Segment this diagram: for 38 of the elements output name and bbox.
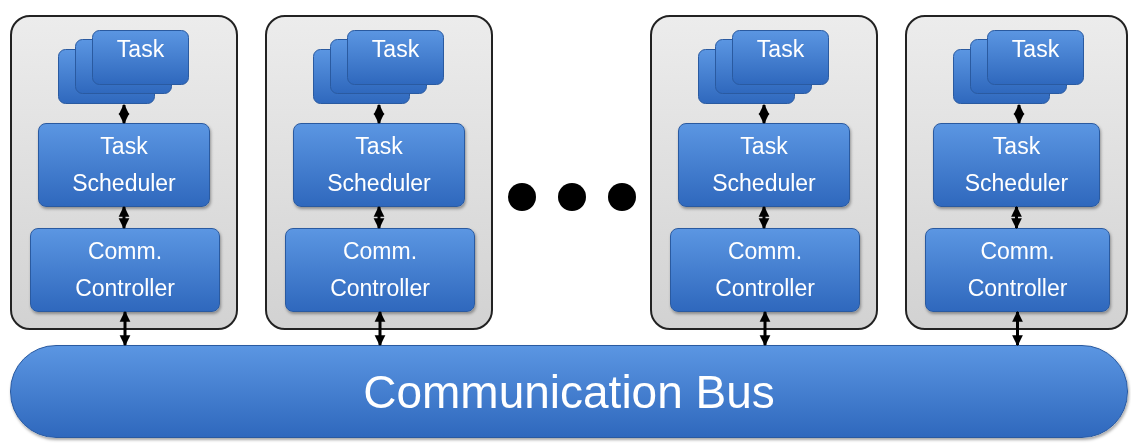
scheduler-box	[38, 123, 210, 207]
scheduler-box	[678, 123, 850, 207]
double-arrow	[758, 103, 770, 125]
scheduler-box	[933, 123, 1100, 207]
double-arrow	[118, 205, 130, 230]
node-panel	[905, 15, 1128, 330]
node-panel	[10, 15, 238, 330]
node-panel	[265, 15, 493, 330]
double-arrow	[373, 205, 385, 230]
double-arrow	[1011, 205, 1022, 230]
double-arrow	[1013, 103, 1025, 125]
scheduler-box	[293, 123, 465, 207]
controller-box	[925, 228, 1110, 312]
task-label: Task	[115, 35, 166, 64]
box-label: Comm. Controller	[74, 237, 176, 303]
box-label: Task Scheduler	[963, 132, 1070, 198]
double-arrow	[118, 103, 130, 125]
double-arrow	[1012, 310, 1023, 347]
double-arrow	[119, 310, 131, 347]
controller-box	[30, 228, 220, 312]
double-arrow	[759, 310, 771, 347]
box-label: Task Scheduler	[326, 132, 432, 198]
double-arrow	[373, 103, 385, 125]
box-label: Task Scheduler	[711, 132, 817, 198]
box-label: Comm. Controller	[966, 237, 1069, 303]
task-label: Task	[370, 35, 421, 64]
double-arrow	[374, 310, 386, 347]
task-label: Task	[1010, 35, 1061, 64]
bus-label: Communication Bus	[363, 365, 775, 418]
controller-box	[285, 228, 475, 312]
box-label: Comm. Controller	[714, 237, 816, 303]
box-label: Comm. Controller	[329, 237, 431, 303]
controller-box	[670, 228, 860, 312]
node-panel	[650, 15, 878, 330]
task-label: Task	[755, 35, 806, 64]
bus-bar	[10, 345, 1128, 438]
double-arrow	[758, 205, 770, 230]
box-label: Task Scheduler	[71, 132, 177, 198]
